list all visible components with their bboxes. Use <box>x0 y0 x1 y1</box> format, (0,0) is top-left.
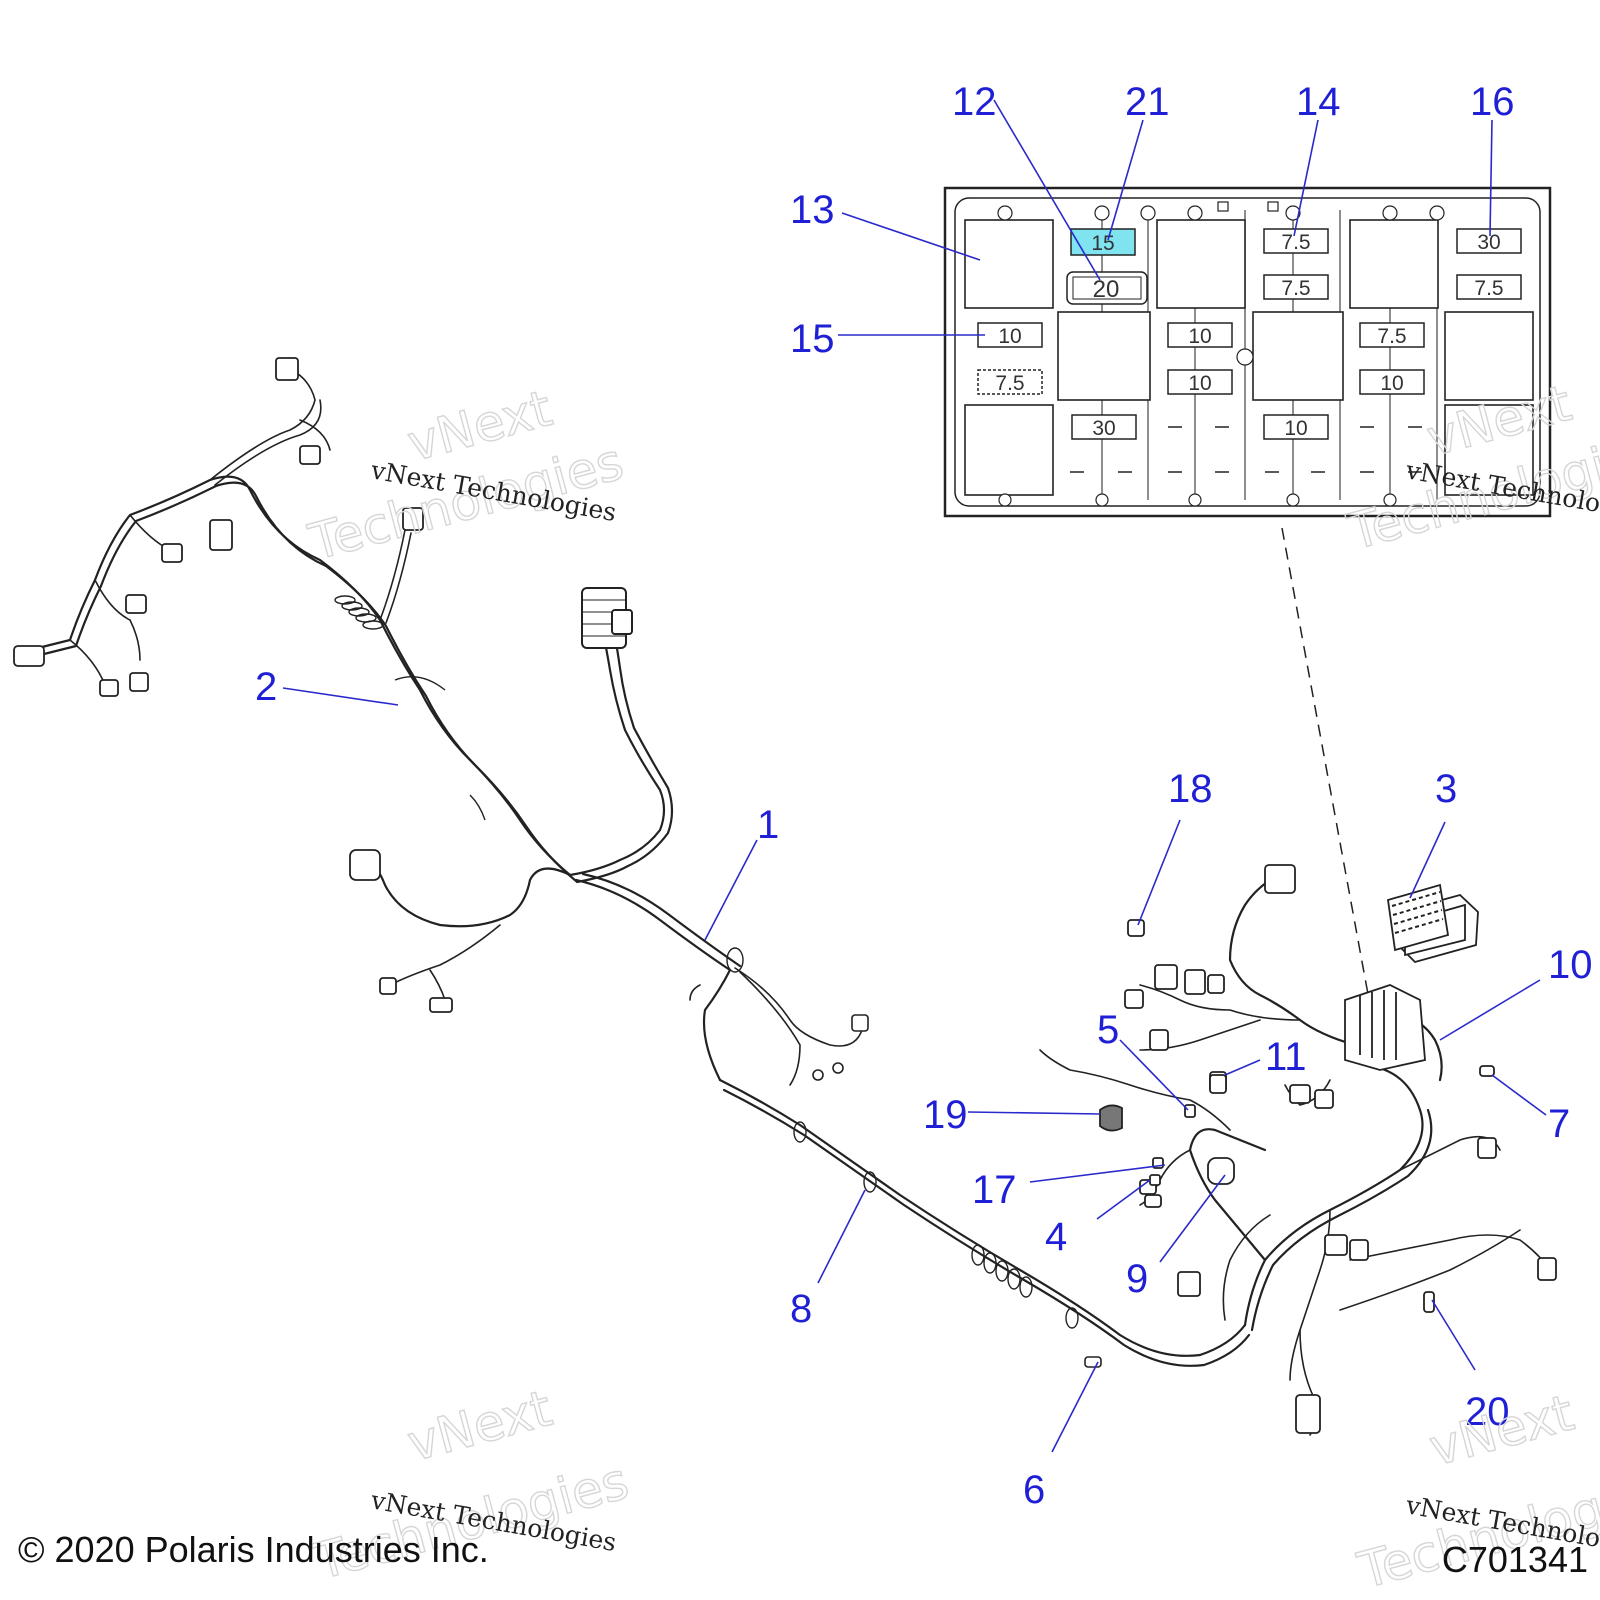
svg-text:10: 10 <box>1380 372 1403 395</box>
callout-8: 8 <box>790 1287 812 1331</box>
callout-3: 3 <box>1435 767 1457 811</box>
callout-2: 2 <box>255 665 277 709</box>
fuse-10-e: 10 <box>1263 414 1329 440</box>
svg-text:10: 10 <box>998 325 1021 348</box>
fuse-7-5-c: 7.5 <box>1456 274 1522 300</box>
callout-16: 16 <box>1470 80 1515 124</box>
callout-7: 7 <box>1548 1102 1570 1146</box>
wiring-harness <box>13 357 1557 1436</box>
svg-text:15: 15 <box>1091 232 1114 255</box>
svg-text:20: 20 <box>1093 276 1120 303</box>
svg-text:7.5: 7.5 <box>1377 325 1406 348</box>
callout-1: 1 <box>757 803 779 847</box>
fuse-7-5-d: 7.5 <box>977 369 1043 395</box>
callout-18: 18 <box>1168 767 1213 811</box>
svg-text:30: 30 <box>1477 231 1500 254</box>
fuse-7-5-b: 7.5 <box>1263 274 1329 300</box>
callout-10: 10 <box>1548 943 1593 987</box>
figure-code: C701341 <box>1442 1539 1588 1580</box>
fuse-box-link-line <box>1281 527 1371 1006</box>
callout-6: 6 <box>1023 1468 1045 1512</box>
callout-15: 15 <box>790 317 835 361</box>
svg-text:10: 10 <box>1188 325 1211 348</box>
copyright-notice: © 2020 Polaris Industries Inc. <box>18 1529 489 1570</box>
callout-13: 13 <box>790 188 835 232</box>
svg-text:7.5: 7.5 <box>1281 231 1310 254</box>
callout-numbers: 1 2 3 4 5 6 7 8 9 10 11 12 13 14 15 16 1… <box>255 80 1593 1512</box>
svg-text:10: 10 <box>1188 372 1211 395</box>
fuse-15: 15 <box>1070 228 1136 256</box>
callout-4: 4 <box>1045 1215 1067 1259</box>
callout-19: 19 <box>923 1093 968 1137</box>
callout-17: 17 <box>972 1168 1017 1212</box>
fuse-30-b: 30 <box>1071 414 1137 440</box>
svg-text:7.5: 7.5 <box>1281 277 1310 300</box>
callout-5: 5 <box>1097 1008 1119 1052</box>
svg-text:vNext: vNext <box>402 1379 558 1473</box>
callout-21: 21 <box>1125 80 1170 124</box>
fuse-10-a: 10 <box>977 322 1043 348</box>
callout-20: 20 <box>1465 1390 1510 1434</box>
fuse-10-d: 10 <box>1359 369 1425 395</box>
callout-12: 12 <box>952 80 997 124</box>
svg-text:7.5: 7.5 <box>995 372 1024 395</box>
watermark: vNext Technologies vNext Technologies vN… <box>302 373 1600 1600</box>
leader-lines <box>282 99 1547 1453</box>
fuse-7-5-e: 7.5 <box>1359 322 1425 348</box>
fuse-7-5-a: 7.5 <box>1263 228 1329 254</box>
callout-11: 11 <box>1265 1035 1307 1079</box>
fuse-20: 20 <box>1066 271 1148 305</box>
callout-9: 9 <box>1126 1257 1148 1301</box>
callout-14: 14 <box>1296 80 1341 124</box>
fuse-box: 15 20 7.5 7.5 30 7.5 10 7.5 <box>943 186 1552 518</box>
svg-text:7.5: 7.5 <box>1474 277 1503 300</box>
svg-text:30: 30 <box>1092 417 1115 440</box>
fuse-30-a: 30 <box>1456 228 1522 254</box>
fuse-10-b: 10 <box>1167 322 1233 348</box>
fuse-10-c: 10 <box>1167 369 1233 395</box>
svg-text:10: 10 <box>1284 417 1307 440</box>
